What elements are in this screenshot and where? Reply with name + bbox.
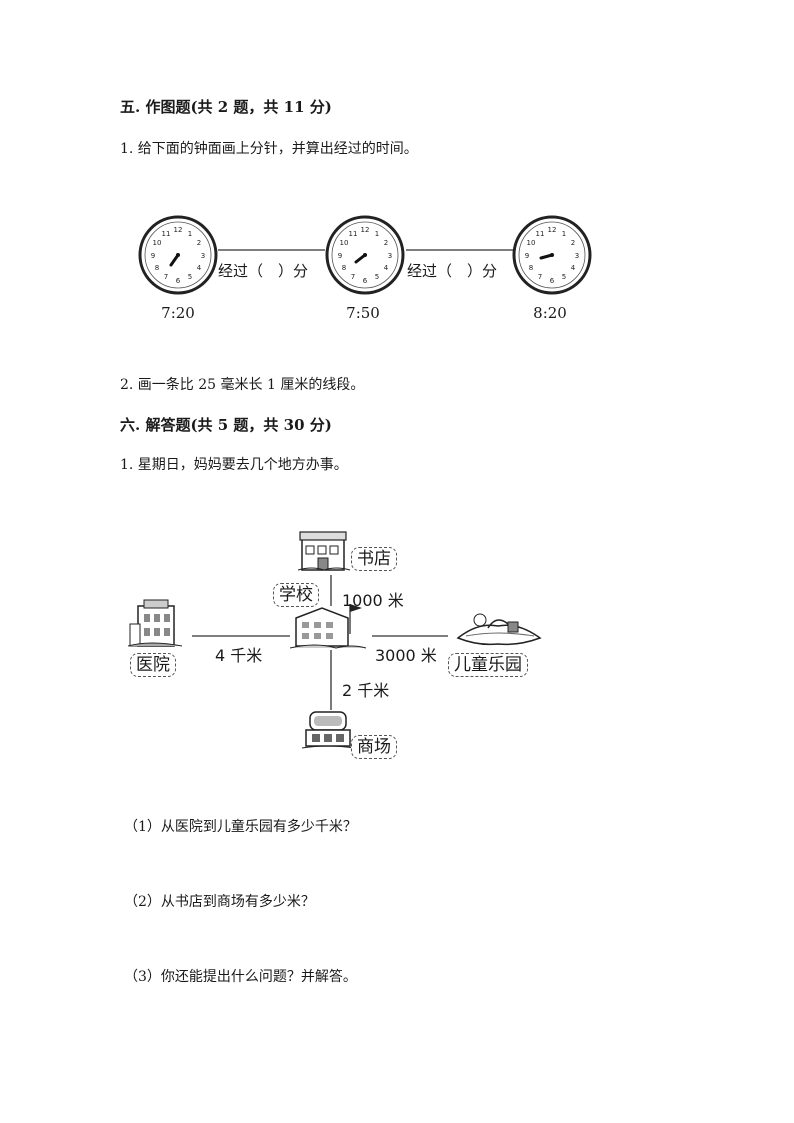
svg-text:4: 4 [571,264,576,272]
bookstore-label: 书店 [351,547,397,571]
svg-text:2: 2 [197,239,201,247]
bookstore-icon [297,531,351,571]
mall-label: 商场 [351,735,397,759]
svg-text:12: 12 [548,226,557,234]
svg-text:1: 1 [562,230,566,238]
svg-text:3: 3 [575,252,579,260]
distance-school-mall: 2 千米 [342,681,390,700]
hospital-label: 医院 [130,653,176,677]
svg-text:8: 8 [529,264,533,272]
svg-text:7: 7 [538,273,542,281]
svg-text:4: 4 [197,264,202,272]
school-label: 学校 [273,583,319,607]
svg-text:5: 5 [188,273,192,281]
sub-question-3: （3）你还能提出什么问题？并解答。 [124,969,357,985]
svg-text:6: 6 [176,277,181,285]
svg-text:10: 10 [527,239,536,247]
distance-hospital-school: 4 千米 [215,646,263,665]
svg-text:3: 3 [201,252,205,260]
svg-text:5: 5 [562,273,566,281]
svg-text:1: 1 [375,230,379,238]
time-label-3: 8:20 [533,304,567,322]
elapsed-label-2: 经过（ ）分 [407,262,498,280]
svg-text:11: 11 [349,230,358,238]
svg-text:9: 9 [151,252,155,260]
svg-text:12: 12 [361,226,370,234]
question-5-1: 1. 给下面的钟面画上分针，并算出经过的时间。 [120,141,418,157]
sub-question-1: （1）从医院到儿童乐园有多少千米？ [124,819,357,835]
svg-text:1: 1 [188,230,192,238]
park-icon [456,613,542,646]
hospital-icon [127,599,183,647]
svg-text:12: 12 [174,226,183,234]
svg-text:7: 7 [164,273,168,281]
park-label: 儿童乐园 [448,653,528,677]
distance-school-park: 3000 米 [375,646,437,665]
svg-text:8: 8 [342,264,346,272]
time-label-2: 7:50 [346,304,380,322]
svg-text:3: 3 [388,252,392,260]
svg-text:11: 11 [536,230,545,238]
svg-text:8: 8 [155,264,159,272]
svg-text:10: 10 [153,239,162,247]
school-icon [289,604,367,649]
svg-text:6: 6 [363,277,368,285]
svg-text:10: 10 [340,239,349,247]
svg-text:7: 7 [351,273,355,281]
svg-text:9: 9 [338,252,342,260]
question-5-2: 2. 画一条比 25 毫米长 1 厘米的线段。 [120,377,365,393]
svg-text:4: 4 [384,264,389,272]
svg-text:2: 2 [384,239,388,247]
question-6-1: 1. 星期日，妈妈要去几个地方办事。 [120,457,348,473]
svg-text:2: 2 [571,239,575,247]
svg-text:11: 11 [162,230,171,238]
time-label-1: 7:20 [161,304,195,322]
section-6-title: 六. 解答题(共 5 题，共 30 分) [120,416,332,434]
svg-text:5: 5 [375,273,379,281]
svg-text:9: 9 [525,252,529,260]
mall-icon [301,711,355,749]
elapsed-label-1: 经过（ ）分 [218,262,309,280]
sub-question-2: （2）从书店到商场有多少米？ [124,894,315,910]
map-diagram [127,531,542,749]
section-5-title: 五. 作图题(共 2 题，共 11 分) [120,98,332,116]
distance-school-bookstore: 1000 米 [342,591,404,610]
svg-text:6: 6 [550,277,555,285]
